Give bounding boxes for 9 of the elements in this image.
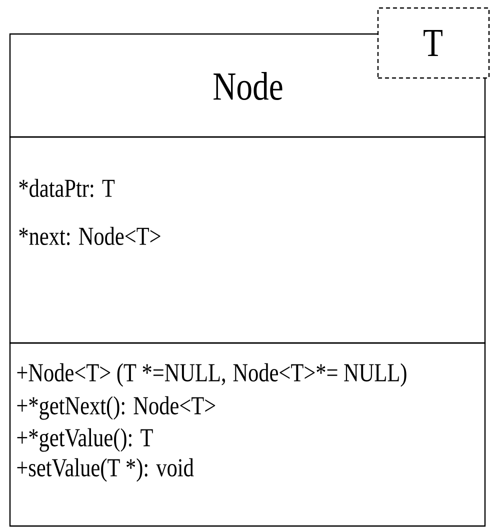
- operation-text: +*getValue(): T: [17, 428, 153, 452]
- class-name: Node: [214, 72, 282, 100]
- attribute-text: *dataPtr: T: [19, 178, 115, 198]
- template-parameter: T: [424, 30, 442, 56]
- attribute-text: *next: Node<T>: [19, 226, 160, 246]
- operation-text: +*getNext(): Node<T>: [17, 396, 216, 420]
- operation-text: Node<T>*= NULL): [233, 363, 406, 387]
- operation-text: +setValue(T *): void: [17, 458, 194, 482]
- operation-text: +Node<T> (T *=NULL,: [17, 363, 225, 387]
